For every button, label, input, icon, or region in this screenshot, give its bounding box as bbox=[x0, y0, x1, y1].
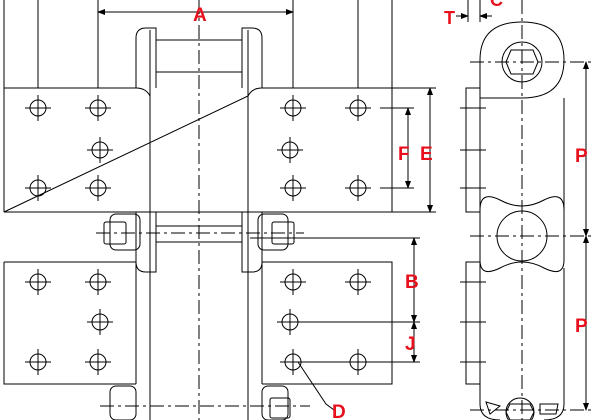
middle-pin-assembly bbox=[96, 211, 304, 273]
label-d: D bbox=[332, 402, 346, 420]
label-p-upper: P bbox=[575, 146, 588, 167]
label-f: F bbox=[398, 144, 410, 165]
bottom-pin-assembly bbox=[100, 385, 310, 420]
label-e: E bbox=[420, 144, 433, 165]
label-c: C bbox=[490, 0, 503, 10]
link-body-lines bbox=[149, 0, 249, 420]
lower-attachment-plate bbox=[3, 261, 393, 385]
bolt-holes bbox=[25, 95, 371, 375]
label-a: A bbox=[193, 5, 207, 26]
label-t: T bbox=[444, 8, 455, 28]
label-m-partial: M bbox=[194, 2, 210, 23]
side-view-link bbox=[460, 0, 592, 420]
label-j: J bbox=[405, 334, 416, 355]
upper-attachment-plate bbox=[3, 87, 393, 213]
dimension-lines bbox=[97, 9, 589, 411]
label-p-lower: P bbox=[575, 316, 588, 337]
label-b: B bbox=[405, 272, 419, 293]
top-side-plates bbox=[135, 27, 263, 88]
